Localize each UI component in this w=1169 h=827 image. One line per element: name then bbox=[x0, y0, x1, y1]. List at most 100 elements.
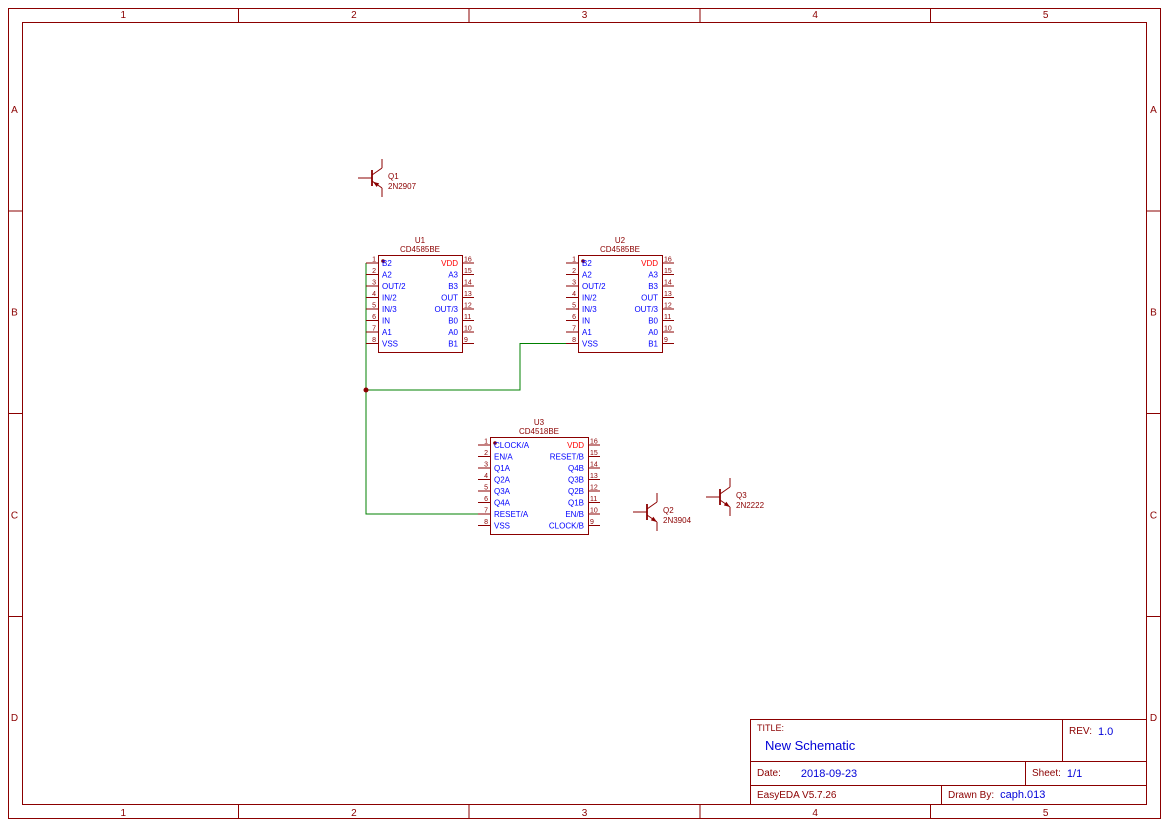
pin-name: Q1A bbox=[494, 464, 511, 473]
pin-number: 6 bbox=[572, 314, 576, 321]
pin-number: 1 bbox=[572, 257, 576, 264]
pin-name: VSS bbox=[382, 340, 398, 349]
frame-column-label: 3 bbox=[582, 10, 588, 21]
pin-number: 8 bbox=[572, 337, 576, 344]
title-block-row-date: Date: 2018-09-23 Sheet: 1/1 bbox=[751, 761, 1146, 785]
frame-outer-border bbox=[8, 8, 1161, 819]
pin-number: 16 bbox=[464, 257, 472, 264]
pin-number: 6 bbox=[372, 314, 376, 321]
collector-diagonal bbox=[646, 501, 658, 510]
pin-name: RESET/B bbox=[550, 453, 584, 462]
transistor-ref-label: Q3 bbox=[736, 491, 747, 500]
pin-number: 8 bbox=[372, 337, 376, 344]
emitter-arrow-icon bbox=[723, 501, 730, 507]
pin-number: 1 bbox=[372, 257, 376, 264]
frame-column-label: 1 bbox=[121, 10, 127, 21]
pin-number: 4 bbox=[484, 473, 488, 480]
pin-name: VDD bbox=[641, 259, 658, 268]
pin1-marker bbox=[493, 441, 497, 445]
frame-row-label: A bbox=[1150, 105, 1157, 116]
ic-body[interactable] bbox=[578, 255, 663, 353]
pin-name: B3 bbox=[448, 282, 458, 291]
pin-number: 6 bbox=[484, 496, 488, 503]
pin-number: 2 bbox=[572, 268, 576, 275]
frame-inner-border bbox=[22, 22, 1147, 805]
pin-number: 12 bbox=[590, 485, 598, 492]
pin-name: B0 bbox=[448, 317, 458, 326]
date-value: 2018-09-23 bbox=[800, 767, 858, 780]
frame-column-label: 4 bbox=[812, 10, 818, 21]
pin-name: Q1B bbox=[568, 499, 584, 508]
pin-name: OUT bbox=[441, 294, 458, 303]
rev-label: REV: bbox=[1069, 726, 1092, 737]
pin-name: VSS bbox=[494, 522, 510, 531]
pin-name: RESET/A bbox=[494, 510, 529, 519]
wire[interactable] bbox=[365, 263, 478, 515]
pin-number: 9 bbox=[464, 337, 468, 344]
pin1-marker bbox=[381, 259, 385, 263]
ic-body[interactable] bbox=[490, 437, 589, 535]
pin-number: 13 bbox=[590, 473, 598, 480]
transistor-value-label: 2N2222 bbox=[736, 501, 765, 510]
pin-number: 10 bbox=[464, 326, 472, 333]
pin-name: OUT/3 bbox=[634, 305, 658, 314]
ic-ref-label: U3 bbox=[534, 418, 545, 427]
ic-body[interactable] bbox=[378, 255, 463, 353]
pin-number: 2 bbox=[372, 268, 376, 275]
ic-value-label: CD4585BE bbox=[400, 245, 440, 254]
pin-number: 11 bbox=[664, 314, 671, 321]
transistor-ref-label: Q1 bbox=[388, 172, 399, 181]
pin-number: 8 bbox=[484, 519, 488, 526]
pin-name: IN/2 bbox=[382, 294, 397, 303]
transistor-value-label: 2N3904 bbox=[663, 516, 692, 525]
pin-name: A0 bbox=[448, 328, 458, 337]
pin-number: 16 bbox=[590, 439, 598, 446]
pin-name: B2 bbox=[382, 259, 392, 268]
pin-name: IN/3 bbox=[582, 305, 597, 314]
pin-name: VDD bbox=[441, 259, 458, 268]
pin-number: 5 bbox=[484, 485, 488, 492]
pin-name: B1 bbox=[648, 340, 658, 349]
pin-number: 4 bbox=[572, 291, 576, 298]
tool-cell: EasyEDA V5.7.26 bbox=[751, 786, 941, 804]
pin-name: IN bbox=[582, 317, 590, 326]
pin-name: B0 bbox=[648, 317, 658, 326]
pin-name: A1 bbox=[382, 328, 392, 337]
pin-name: Q3B bbox=[568, 476, 584, 485]
pin-name: A1 bbox=[582, 328, 592, 337]
sheet-cell: Sheet: 1/1 bbox=[1025, 762, 1146, 785]
frame-row-label: C bbox=[1150, 510, 1157, 521]
collector-diagonal bbox=[371, 167, 383, 176]
pin-number: 2 bbox=[484, 450, 488, 457]
pin-name: VDD bbox=[567, 441, 584, 450]
junction-dot[interactable] bbox=[363, 387, 369, 393]
ic-value-label: CD4518BE bbox=[519, 427, 559, 436]
pin-name: B2 bbox=[582, 259, 592, 268]
wire[interactable] bbox=[366, 343, 566, 391]
pin-name: Q2B bbox=[568, 487, 584, 496]
rev-value: 1.0 bbox=[1097, 726, 1114, 738]
transistor-ref-label: Q2 bbox=[663, 506, 674, 515]
pin-number: 10 bbox=[590, 508, 598, 515]
frame-row-label: B bbox=[11, 308, 18, 319]
pin-name: A3 bbox=[648, 271, 658, 280]
frame-column-label: 5 bbox=[1043, 10, 1049, 21]
pin1-marker bbox=[581, 259, 585, 263]
pin-number: 15 bbox=[464, 268, 472, 275]
sheet-frame bbox=[8, 8, 1161, 819]
pin-name: B1 bbox=[448, 340, 458, 349]
pin-number: 16 bbox=[664, 257, 672, 264]
pin-name: A2 bbox=[582, 271, 592, 280]
pin-name: Q4B bbox=[568, 464, 584, 473]
frame-column-label: 2 bbox=[351, 10, 357, 21]
title-label: TITLE: bbox=[757, 723, 785, 733]
pin-number: 13 bbox=[464, 291, 472, 298]
